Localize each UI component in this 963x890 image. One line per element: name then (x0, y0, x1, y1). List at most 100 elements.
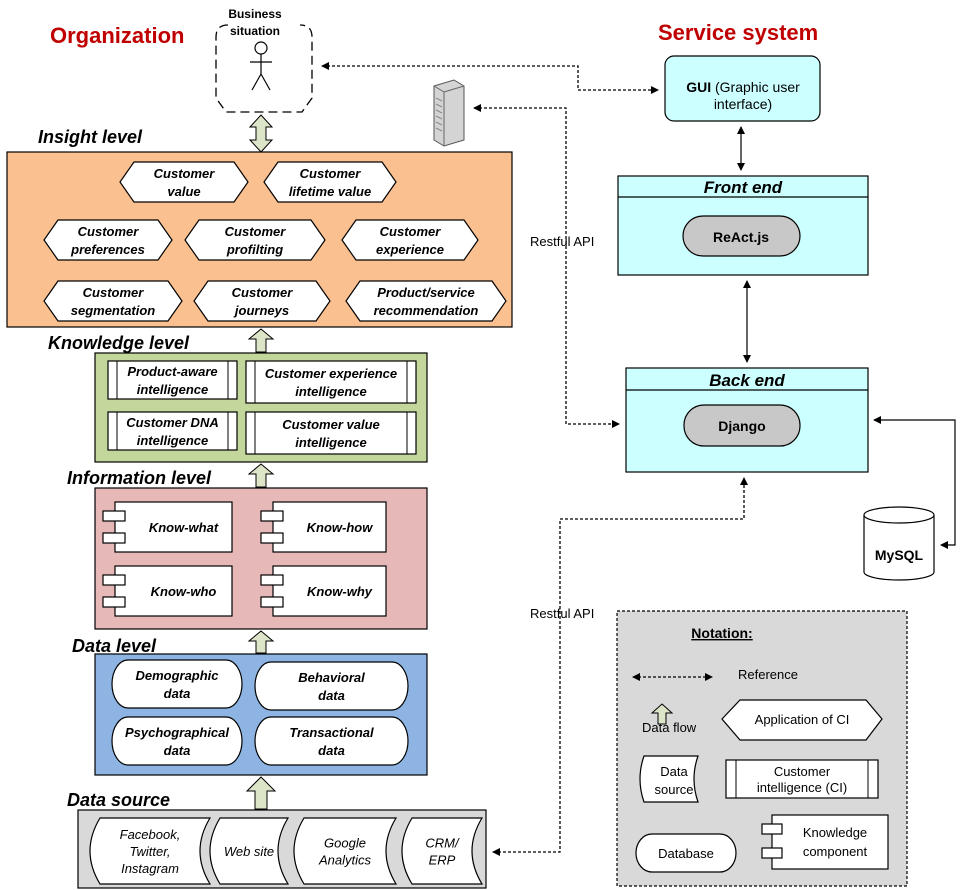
business-insight-flow-arrow (248, 114, 274, 153)
insight-item: Customer profilting (184, 219, 326, 261)
server-icon (433, 79, 465, 147)
data-item-line2: data (318, 743, 345, 758)
knowledge-component: Know-why (260, 565, 387, 617)
knowledge-item-line2: intelligence (295, 435, 367, 450)
mysql-database: MySQL (863, 506, 935, 581)
data-item-line1: Behavioral (298, 670, 365, 685)
data-level-label: Data level (72, 636, 157, 656)
data-source-sample-line1: Data (660, 764, 688, 779)
server-backend-reference-connector (473, 104, 620, 428)
insight-knowledge-flow-arrow (247, 328, 275, 353)
knowledge-component-sample-shape: Knowledge component (761, 814, 889, 870)
knowledge-item-line2: intelligence (137, 433, 209, 448)
django-pill (683, 404, 801, 447)
insight-item-line2: journeys (233, 303, 289, 318)
insight-hexagon (119, 161, 249, 203)
gui-label-rest: (Graphic user (715, 79, 800, 95)
insight-hexagon (341, 219, 479, 261)
insight-hexagon (43, 219, 173, 261)
insight-item-line1: Customer (225, 224, 287, 239)
data-level-source-flow-arrow (245, 776, 277, 810)
person-icon (250, 41, 272, 91)
insight-item: Customer value (119, 161, 249, 203)
insight-item: Customer journeys (193, 280, 331, 322)
data-flow-sample-arrow (650, 703, 674, 725)
data-source-item-line2: ERP (429, 853, 456, 868)
application-sample-shape (721, 699, 883, 741)
data-source-item-line3: Instagram (121, 861, 179, 876)
knowledge-item-line1: Customer DNA (126, 415, 218, 430)
gui-label-line2: interface) (714, 96, 772, 112)
information-item-label: Know-how (307, 520, 374, 535)
knowledge-component: Know-how (260, 501, 387, 553)
data-source-item: Facebook,Twitter,Instagram (89, 817, 212, 885)
insight-item-line2: value (167, 184, 200, 199)
insight-level-label: Insight level (38, 127, 143, 147)
insight-item-line2: recommendation (374, 303, 479, 318)
front-end-box: Front end ReAct.js (617, 175, 869, 276)
notation-panel: Notation: Reference Data flow Applicatio… (616, 610, 908, 887)
gui-label-bold: GUI (686, 79, 711, 95)
insight-hexagon (263, 161, 397, 203)
knowledge-component: Know-who (102, 565, 233, 617)
insight-item-line1: Customer (154, 166, 216, 181)
gui-box: GUI (Graphic user interface) (664, 55, 821, 122)
gui-label-line1: GUI (Graphic user (686, 79, 800, 95)
react-label: ReAct.js (713, 229, 769, 245)
ci-sample-shape: Customer intelligence (CI) (725, 759, 879, 799)
insight-hexagon (43, 280, 183, 322)
knowledge-item: Customer value intelligence (245, 411, 417, 455)
kc-sample-line2: component (803, 844, 868, 859)
knowledge-information-flow-arrow (247, 463, 275, 488)
service-system-heading: Service system (658, 20, 818, 45)
insight-item-line2: profilting (226, 242, 283, 257)
insight-item: Customer lifetime value (263, 161, 397, 203)
insight-item-line1: Customer (83, 285, 145, 300)
reference-label: Reference (738, 667, 798, 682)
ci-sample-line1: Customer (774, 764, 831, 779)
data-flow-label: Data flow (642, 720, 697, 735)
data-item-line1: Psychographical (125, 725, 229, 740)
data-source-sample-shape (639, 755, 699, 803)
data-source-item-line1: Web site (224, 844, 274, 859)
mysql-label: MySQL (875, 547, 924, 563)
information-item-label: Know-why (307, 584, 373, 599)
react-pill (682, 215, 801, 257)
information-level-label: Information level (67, 468, 212, 488)
organization-heading: Organization (50, 23, 184, 48)
knowledge-level-label: Knowledge level (48, 333, 190, 353)
data-source-sample-line2: source (654, 782, 693, 797)
front-end-title: Front end (704, 178, 783, 197)
insight-item-line1: Customer (300, 166, 362, 181)
insight-item-line1: Customer (232, 285, 294, 300)
information-item-label: Know-what (149, 520, 219, 535)
business-label-line2: situation (230, 24, 280, 38)
restful-api-label-top: Restful API (530, 234, 594, 249)
knowledge-component: Know-what (102, 501, 233, 553)
information-data-flow-arrow (247, 630, 275, 654)
data-source-item: Web site (209, 817, 290, 885)
kc-sample-line1: Knowledge (803, 825, 867, 840)
data-item-line2: data (164, 686, 191, 701)
restful-api-label-bottom: Restful API (530, 606, 594, 621)
data-item-line2: data (164, 743, 191, 758)
database-item: Demographic data (111, 659, 243, 709)
crm-backend-reference-connector (492, 477, 748, 856)
insight-hexagon (193, 280, 331, 322)
database-sample-shape (635, 833, 737, 873)
insight-item-line2: preferences (70, 242, 145, 257)
django-label: Django (718, 418, 765, 434)
back-end-title: Back end (709, 371, 785, 390)
database-label: Database (658, 846, 714, 861)
data-item-line1: Demographic (135, 668, 219, 683)
knowledge-item-line1: Customer value (282, 417, 380, 432)
business-label-line1: Business (228, 7, 282, 21)
application-label: Application of CI (755, 712, 850, 727)
insight-item-line2: lifetime value (289, 184, 371, 199)
